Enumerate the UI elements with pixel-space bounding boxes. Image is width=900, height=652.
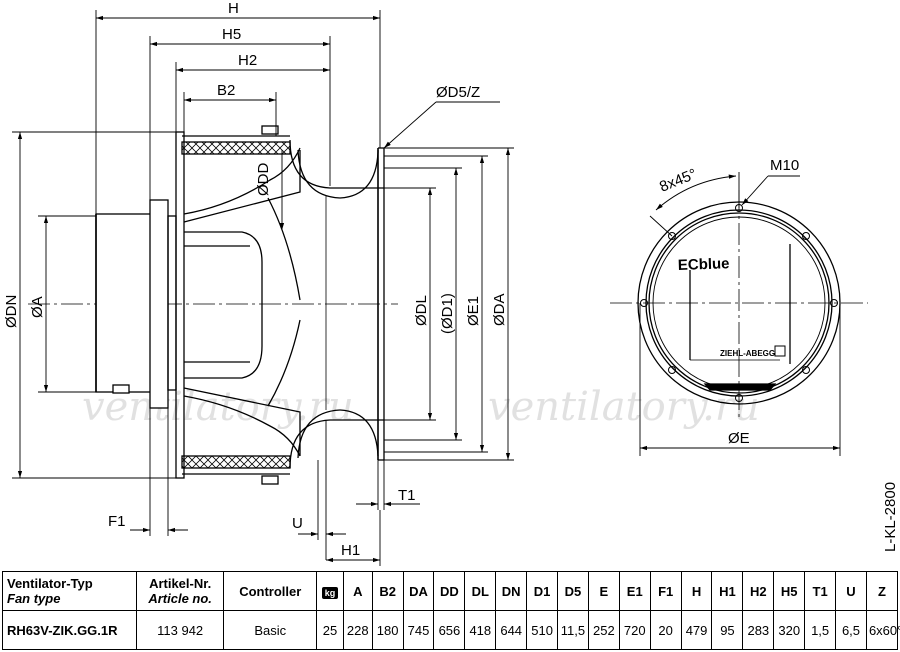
cell-value: 479	[680, 610, 713, 650]
cell-value: 11,5	[557, 610, 589, 650]
header-col: D5	[557, 571, 589, 611]
cell-value: 283	[742, 610, 775, 650]
header-col: U	[835, 571, 867, 611]
cell-value: 745	[402, 610, 435, 650]
brand-logo: ECblue	[678, 255, 730, 274]
cell-value: 180	[371, 610, 404, 650]
technical-drawing: ventilatory.ru ventilatory.ru	[3, 0, 899, 566]
side-view	[28, 125, 398, 485]
label-H: H	[228, 0, 239, 17]
label-D1: (ØD1)	[439, 293, 456, 334]
watermark-right: ventilatory.ru	[488, 384, 760, 430]
cell-value: 20	[649, 610, 682, 650]
header-col: B2	[371, 571, 404, 611]
front-labels: 8x45° M10 ECblue ZIEHL-ABEGG ØE L-KL-280…	[657, 157, 899, 552]
kg-icon: kg	[321, 586, 339, 599]
label-U: U	[292, 515, 303, 532]
spec-table: Ventilator-Typ Fan type Artikel-Nr. Arti…	[2, 571, 900, 650]
cell-article: 113 942	[135, 610, 225, 650]
header-col: D1	[526, 571, 559, 611]
label-DA: ØDA	[491, 293, 508, 326]
label-E1: ØE1	[465, 296, 482, 326]
header-col: E1	[618, 571, 651, 611]
header-type: Ventilator-Typ Fan type	[2, 571, 137, 611]
label-DN: ØDN	[3, 295, 20, 328]
cell-value: 1,5	[804, 610, 837, 650]
cell-value: 95	[711, 610, 744, 650]
cell-value: 644	[495, 610, 528, 650]
label-H2: H2	[238, 52, 257, 69]
side-dimensions	[12, 10, 514, 566]
label-F1: F1	[108, 513, 126, 530]
label-E: ØE	[728, 430, 750, 447]
cell-value: 6x60°	[865, 610, 900, 650]
label-angle: 8x45°	[657, 166, 699, 196]
header-col: F1	[649, 571, 682, 611]
plate-text: ZIEHL-ABEGG	[720, 349, 775, 358]
side-labels: H H5 H2 B2 ØD5/Z ØDD ØDN ØA ØDL (ØD1) ØE…	[3, 0, 508, 559]
header-col: DN	[495, 571, 528, 611]
label-D5Z: ØD5/Z	[436, 84, 480, 101]
cell-value: 418	[464, 610, 497, 650]
label-B2: B2	[217, 82, 235, 99]
cell-value: 720	[618, 610, 651, 650]
drawing-code: L-KL-2800	[882, 482, 899, 552]
header-col: H2	[742, 571, 775, 611]
cell-weight: 25	[316, 610, 344, 650]
header-weight: kg	[316, 571, 344, 611]
header-col: Z	[865, 571, 899, 611]
header-col: DA	[402, 571, 435, 611]
cell-value: 252	[587, 610, 620, 650]
header-col: H1	[711, 571, 744, 611]
cell-value: 228	[342, 610, 373, 650]
header-controller: Controller	[223, 571, 318, 611]
label-A: ØA	[29, 296, 46, 318]
cell-value: 510	[526, 610, 559, 650]
label-DL: ØDL	[413, 295, 430, 326]
header-col: DL	[464, 571, 497, 611]
header-col: A	[342, 571, 373, 611]
header-col: T1	[804, 571, 837, 611]
table-row: RH63V-ZIK.GG.1R 113 942 Basic 25 228 180…	[2, 610, 900, 650]
table-header-row: Ventilator-Typ Fan type Artikel-Nr. Arti…	[2, 571, 899, 611]
label-M10: M10	[770, 157, 799, 174]
label-H5: H5	[222, 26, 241, 43]
label-DD: ØDD	[255, 163, 272, 197]
cell-controller: Basic	[223, 610, 318, 650]
header-article: Artikel-Nr. Article no.	[135, 571, 225, 611]
cell-value: 320	[773, 610, 806, 650]
header-col: H	[680, 571, 713, 611]
cell-type: RH63V-ZIK.GG.1R	[2, 610, 137, 650]
header-col: E	[587, 571, 620, 611]
cell-value: 6,5	[835, 610, 867, 650]
header-col: DD	[433, 571, 466, 611]
label-T1: T1	[398, 487, 416, 504]
header-col: H5	[773, 571, 806, 611]
front-view	[610, 172, 868, 456]
cell-value: 656	[433, 610, 466, 650]
label-H1: H1	[341, 542, 360, 559]
